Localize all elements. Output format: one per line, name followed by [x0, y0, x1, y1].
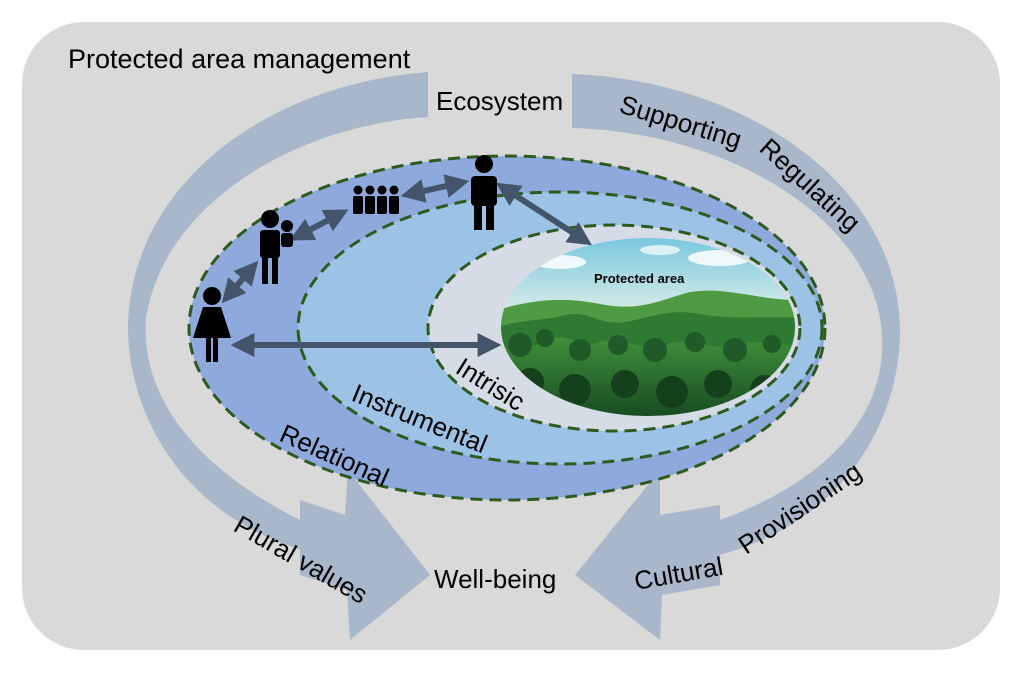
family-group-icon	[353, 185, 399, 214]
left-arc-band	[128, 72, 428, 560]
protected-area-label: Protected area	[594, 271, 685, 286]
left-arrowhead	[300, 470, 430, 640]
right-arc-band	[572, 74, 900, 565]
connector-arrows	[221, 174, 593, 357]
right-arrowhead	[575, 470, 720, 640]
wellbeing-label: Well-being	[434, 564, 556, 594]
title: Protected area management	[68, 44, 411, 74]
protected-area-landscape	[500, 237, 796, 417]
circular-arrows	[128, 72, 900, 640]
arrow-man-to-protected-area	[495, 182, 593, 246]
protected-area-border	[499, 236, 797, 418]
arrow-parent-to-family	[289, 209, 349, 241]
man-icon	[471, 155, 497, 230]
arrow-woman-to-parent	[221, 260, 259, 304]
woman-icon	[193, 287, 231, 362]
ecosystem-label: Ecosystem	[436, 86, 563, 116]
arrow-family-to-man	[400, 174, 470, 203]
parent-with-child-icon	[260, 210, 293, 284]
